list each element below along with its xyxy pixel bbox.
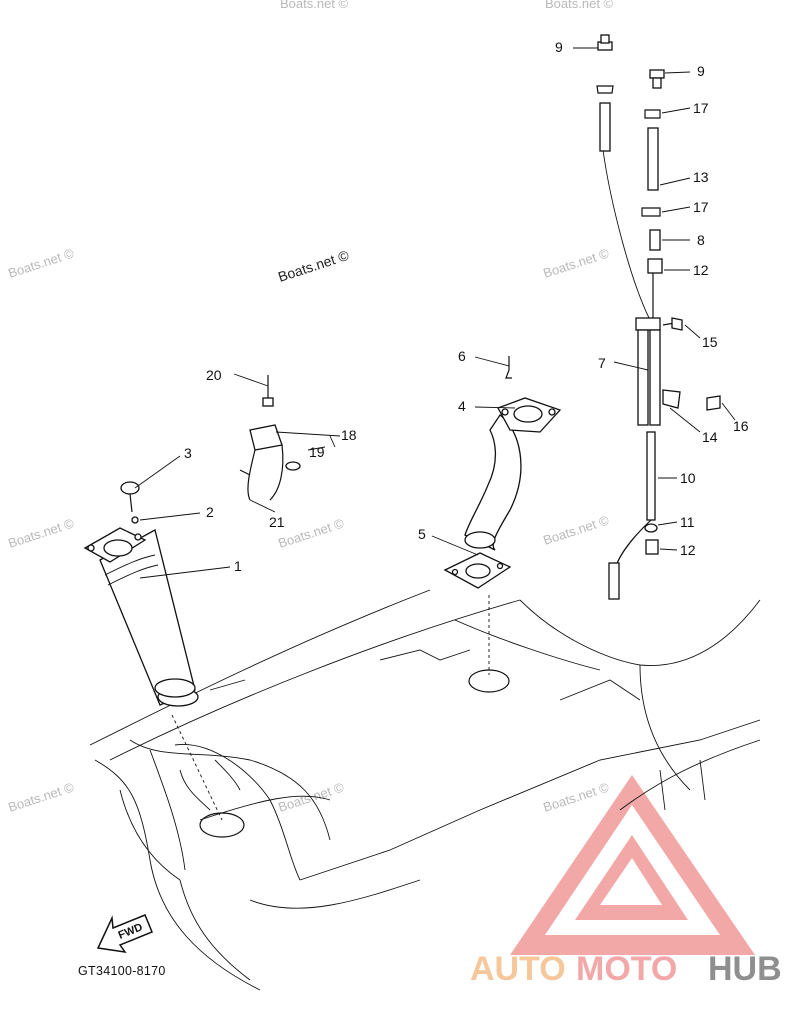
callout-label: 12 — [693, 262, 709, 278]
callout-label: 13 — [693, 169, 709, 185]
callout-label: 4 — [458, 398, 466, 414]
watermark: Boats.net © — [280, 0, 349, 11]
callout-label: 9 — [555, 39, 563, 55]
callout-label: 21 — [269, 514, 285, 530]
callout-label: 14 — [702, 429, 718, 445]
logo-mark — [510, 775, 755, 955]
watermark: Boats.net © — [545, 0, 614, 11]
callout-label: 2 — [206, 504, 214, 520]
callout-label: 10 — [680, 470, 696, 486]
part-code: GT34100-8170 — [78, 964, 166, 978]
watermark: Boats.net © — [541, 512, 611, 547]
duct-pipe — [83, 527, 199, 707]
watermark: Boats.net © — [6, 779, 76, 814]
callout-label: 18 — [341, 427, 357, 443]
elbow-hose — [443, 356, 562, 589]
watermark: Boats.net © — [6, 515, 76, 550]
watermark: Boats.net © — [276, 515, 346, 550]
callout-label: 7 — [598, 355, 606, 371]
callout-label: 3 — [184, 445, 192, 461]
watermark: Boats.net © — [6, 245, 76, 280]
watermark-dark: Boats.net © — [276, 247, 351, 285]
logo-text-auto: AUTO — [470, 950, 566, 988]
callout-leaders — [134, 47, 736, 579]
clamp-bracket — [239, 375, 301, 501]
callout-label: 17 — [693, 100, 709, 116]
part-labels: 1 2 3 4 5 6 7 8 9 9 10 11 12 12 13 14 15… — [184, 39, 749, 574]
logo-wordmark: AUTO MOTO HUB — [470, 950, 782, 988]
dash-lines — [171, 149, 651, 821]
callout-label: 6 — [458, 348, 466, 364]
logo-text-moto: MOTO — [576, 950, 677, 988]
callout-label: 9 — [697, 63, 705, 79]
hull-outline — [89, 589, 761, 991]
watermark: Boats.net © — [541, 779, 611, 814]
vent-hose-assembly — [596, 34, 721, 600]
callout-label: 8 — [697, 232, 705, 248]
logo-text-hub: HUB — [708, 950, 782, 988]
screw-3 — [120, 481, 140, 524]
callout-label: 16 — [733, 418, 749, 434]
callout-label: 1 — [234, 558, 242, 574]
callout-label: 20 — [206, 367, 222, 383]
callout-label: 12 — [680, 542, 696, 558]
callout-label: 19 — [309, 444, 325, 460]
callout-label: 17 — [693, 199, 709, 215]
callout-label: 11 — [680, 514, 695, 530]
watermark: Boats.net © — [541, 245, 611, 280]
callout-label: 15 — [702, 334, 718, 350]
callout-label: 5 — [418, 526, 426, 542]
fwd-arrow: FWD — [96, 914, 153, 954]
